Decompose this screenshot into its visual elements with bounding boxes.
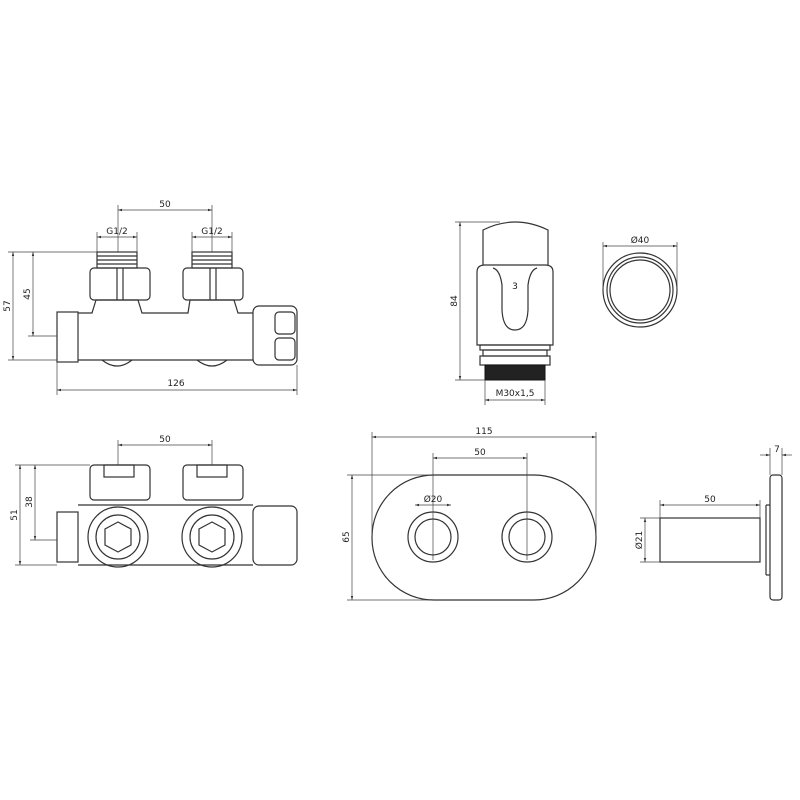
dim-top-pitch: 50 <box>159 435 171 445</box>
dim-sleeve-diameter: Ø21 <box>634 531 645 550</box>
dim-thread-left: G1/2 <box>106 227 127 237</box>
dim-plate-thickness: 7 <box>774 445 780 455</box>
dim-head-diameter: Ø40 <box>631 235 650 246</box>
dim-height-axis: 45 <box>23 288 33 299</box>
scale-mark: 3 <box>512 282 518 292</box>
dim-thread-right: G1/2 <box>201 227 222 237</box>
dim-length: 126 <box>167 379 184 389</box>
dim-sleeve-length: 50 <box>704 495 716 505</box>
dim-height-total: 57 <box>3 300 13 311</box>
side-view: 50 Ø21 7 <box>634 445 792 601</box>
dim-hole-pitch: 50 <box>474 448 486 458</box>
dim-hole-diameter: Ø20 <box>424 494 443 505</box>
dim-top-height-total: 51 <box>10 509 20 520</box>
dim-thread: M30x1,5 <box>496 389 535 399</box>
dim-plate-height: 65 <box>342 531 352 542</box>
dim-head-height: 84 <box>450 295 460 307</box>
dim-top-height-axis: 38 <box>25 496 35 508</box>
cover-plate-view: 115 50 Ø20 65 <box>342 427 597 601</box>
dim-plate-width: 115 <box>475 427 492 437</box>
dim-pitch: 50 <box>159 200 171 210</box>
thermostat-head-view: 3 84 M30x1,5 Ø40 <box>450 221 678 405</box>
valve-front-view: 50 G1/2 G1/2 57 45 126 <box>3 200 298 395</box>
valve-top-view: 50 51 38 <box>10 435 298 568</box>
